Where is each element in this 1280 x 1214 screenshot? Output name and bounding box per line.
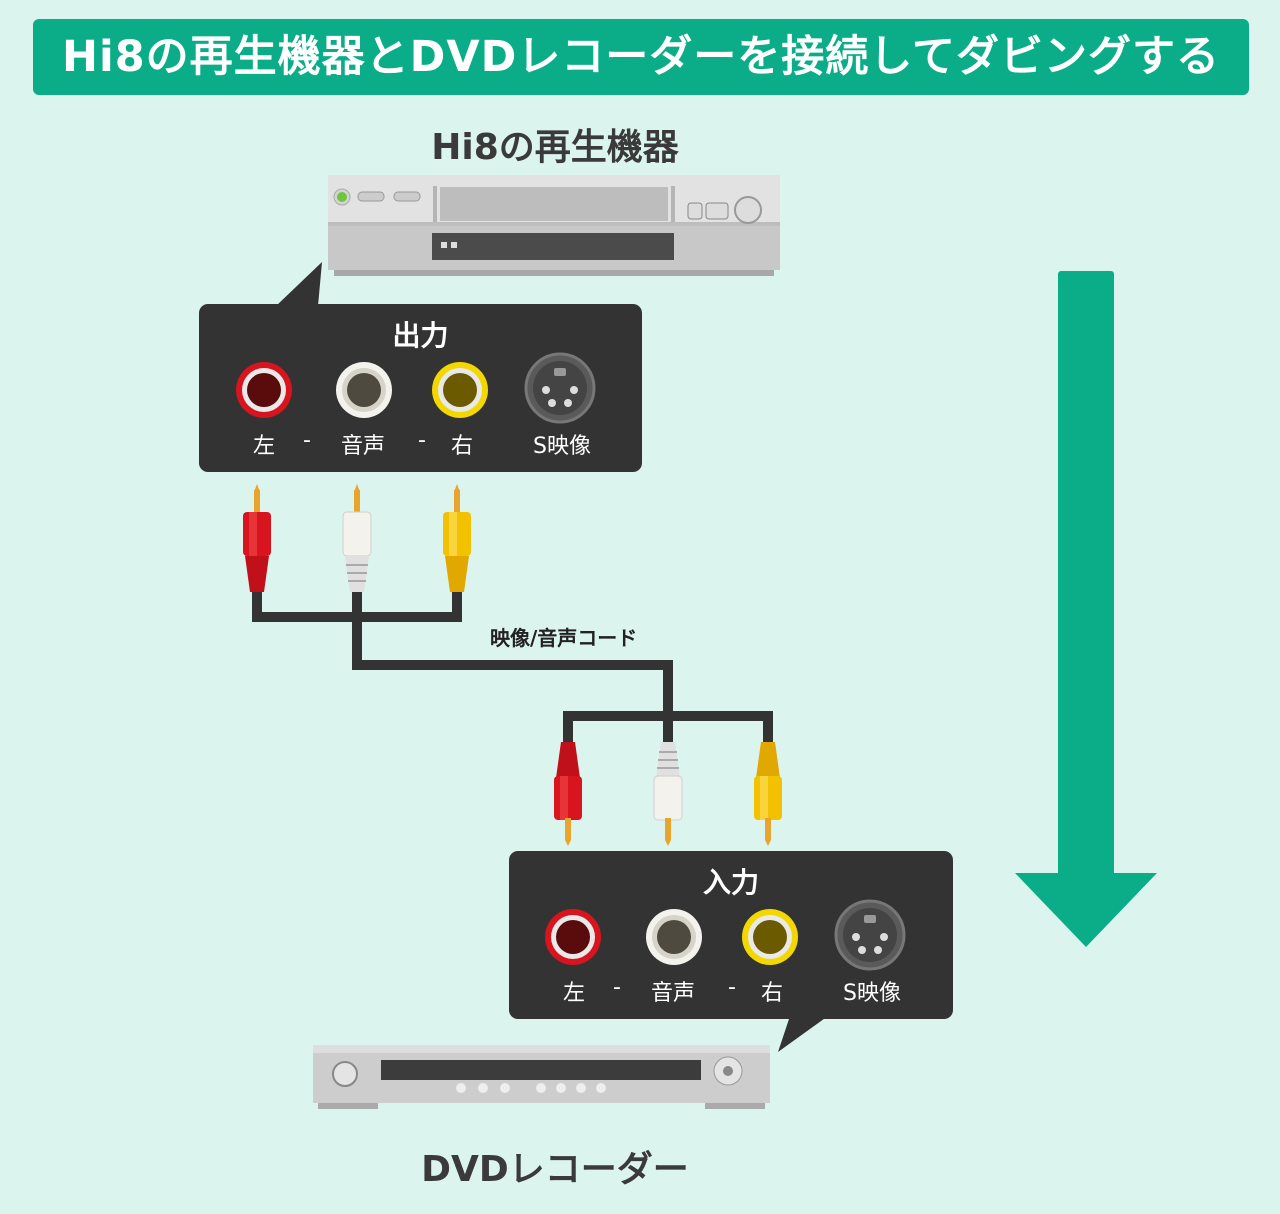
hi8-player-icon bbox=[328, 175, 780, 276]
input-port-label-left: 左 bbox=[562, 981, 585, 1006]
port-red-output[interactable] bbox=[236, 362, 292, 418]
output-sep-2: - bbox=[418, 428, 426, 453]
cable-label: 映像/音声コード bbox=[490, 626, 638, 650]
port-yellow-output[interactable] bbox=[432, 362, 488, 418]
title-banner: Hi8の再生機器とDVDレコーダーを接続してダビングする bbox=[33, 19, 1249, 95]
output-port-label-audio: 音声 bbox=[340, 434, 385, 459]
rca-plug-white-bottom bbox=[653, 742, 683, 846]
port-s-video-output[interactable] bbox=[524, 352, 596, 424]
rca-plug-white-top bbox=[342, 484, 372, 592]
input-port-label-right: 右 bbox=[760, 981, 783, 1006]
output-port-label-s-video: S映像 bbox=[533, 434, 591, 459]
av-cable-wires bbox=[252, 590, 773, 745]
port-yellow-input[interactable] bbox=[742, 909, 798, 965]
input-ports bbox=[545, 899, 906, 971]
rca-plug-yellow-top bbox=[443, 484, 471, 592]
target-device-title: DVDレコーダー bbox=[421, 1149, 689, 1190]
output-port-label-right: 右 bbox=[450, 434, 473, 459]
output-port-label-left: 左 bbox=[252, 434, 275, 459]
down-arrow-icon bbox=[1015, 271, 1157, 947]
port-white-input[interactable] bbox=[646, 909, 702, 965]
input-sep-2: - bbox=[728, 975, 736, 1000]
input-sep-1: - bbox=[613, 975, 621, 1000]
output-panel-title: 出力 bbox=[392, 319, 449, 352]
rca-plug-red-bottom bbox=[554, 742, 582, 846]
rca-plug-yellow-bottom bbox=[754, 742, 782, 846]
output-sep-1: - bbox=[303, 428, 311, 453]
input-port-label-s-video: S映像 bbox=[843, 981, 901, 1006]
rca-plug-red-top bbox=[243, 484, 271, 592]
dvd-recorder-icon bbox=[313, 1045, 770, 1109]
banner-title: Hi8の再生機器とDVDレコーダーを接続してダビングする bbox=[61, 32, 1221, 82]
input-port-label-audio: 音声 bbox=[650, 981, 695, 1006]
input-panel-pointer bbox=[778, 1016, 828, 1052]
port-red-input[interactable] bbox=[545, 909, 601, 965]
port-s-video-input[interactable] bbox=[834, 899, 906, 971]
source-device-title: Hi8の再生機器 bbox=[431, 127, 679, 168]
output-panel-pointer bbox=[276, 262, 322, 306]
output-ports bbox=[236, 352, 596, 424]
input-panel-title: 入力 bbox=[702, 866, 759, 899]
port-white-output[interactable] bbox=[336, 362, 392, 418]
